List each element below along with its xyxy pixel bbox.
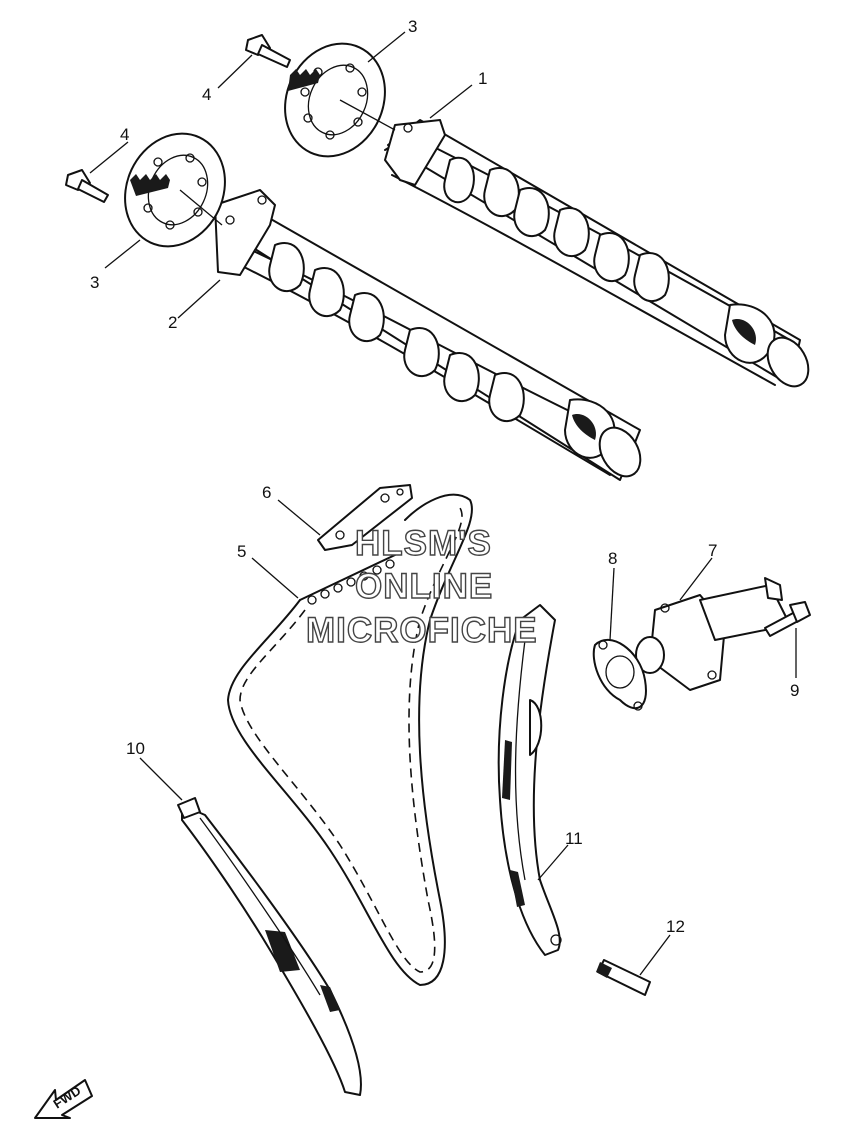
watermark-line-2: ONLINE [355,567,493,606]
callout-12: 12 [666,917,685,936]
watermark: HLSM'S ONLINE MICROFICHE [305,523,538,650]
watermark-line-3: MICROFICHE [306,611,538,650]
tensioner-gasket [592,639,647,711]
chain-guide-fixed [177,797,362,1096]
sprocket-lower [124,132,226,248]
timing-chain [227,493,473,986]
watermark-line-1: HLSM'S [355,524,492,563]
intake-camshaft [214,189,642,481]
callout-11: 11 [565,829,583,848]
callout-10: 10 [126,739,145,758]
pivot-pin [596,959,651,996]
callout-numbers: 1 2 3 3 4 4 5 6 7 8 9 10 11 12 [90,17,799,936]
tensioner-bolt [764,601,811,637]
tensioner-guide-arm [497,604,562,956]
callout-6: 6 [262,483,271,502]
exhaust-camshaft [384,119,810,388]
callout-9: 9 [790,681,799,700]
fwd-arrow-icon: FWD [34,1079,93,1119]
bolt-lower [65,169,109,203]
callout-3-upper: 3 [408,17,417,36]
chain-guide-top [317,484,413,551]
callout-4-upper: 4 [202,85,211,104]
leader-lines [89,31,797,976]
callout-3-lower: 3 [90,273,99,292]
chain-tensioner [635,577,791,691]
sprocket-upper [284,42,396,158]
callout-7: 7 [708,541,717,560]
bolt-upper [245,34,291,68]
callout-8: 8 [608,549,617,568]
callout-2: 2 [168,313,177,332]
callout-5: 5 [237,542,246,561]
callout-4-lower: 4 [120,125,129,144]
callout-1: 1 [478,69,487,88]
